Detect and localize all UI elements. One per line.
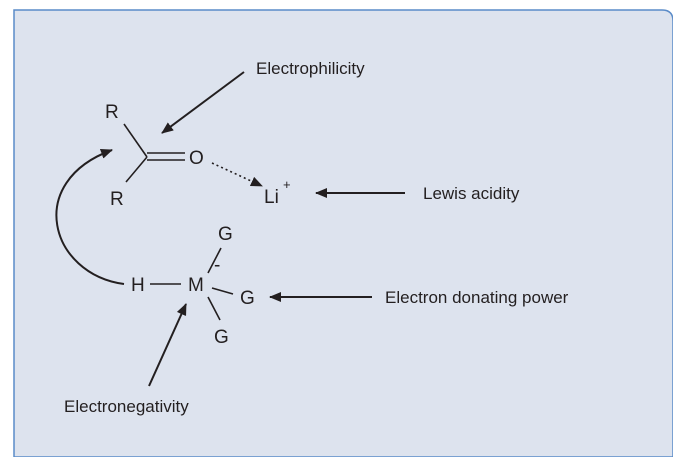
bond-r-top — [123, 123, 148, 158]
atom-g-right: G — [240, 288, 255, 309]
atom-lithium: Li — [264, 187, 279, 208]
atom-r-top: R — [105, 102, 119, 123]
label-electronegativity: Electronegativity — [64, 397, 189, 416]
hydride-curved-arrow — [55, 149, 125, 285]
lithium-charge: + — [283, 177, 291, 192]
atom-r-bottom: R — [110, 189, 124, 210]
label-electron-donating-power: Electron donating power — [385, 288, 569, 307]
atom-hydrogen: H — [131, 275, 145, 296]
label-lewis-acidity: Lewis acidity — [423, 184, 520, 203]
coordination-dotted-arrow — [211, 162, 263, 187]
arrow-electrophilicity — [161, 71, 245, 134]
label-electrophilicity: Electrophilicity — [256, 59, 365, 78]
arrow-electronegativity — [148, 303, 187, 387]
atom-metal: M — [188, 275, 204, 296]
atom-g-bottom: G — [214, 327, 229, 348]
bond-m-g-bottom — [207, 296, 221, 321]
metal-charge: - — [214, 255, 220, 276]
bond-m-g-right — [211, 287, 234, 295]
bond-r-bottom — [125, 156, 148, 183]
atom-g-top: G — [218, 224, 233, 245]
bond-m-g-top — [207, 247, 222, 274]
atom-oxygen: O — [189, 148, 204, 169]
